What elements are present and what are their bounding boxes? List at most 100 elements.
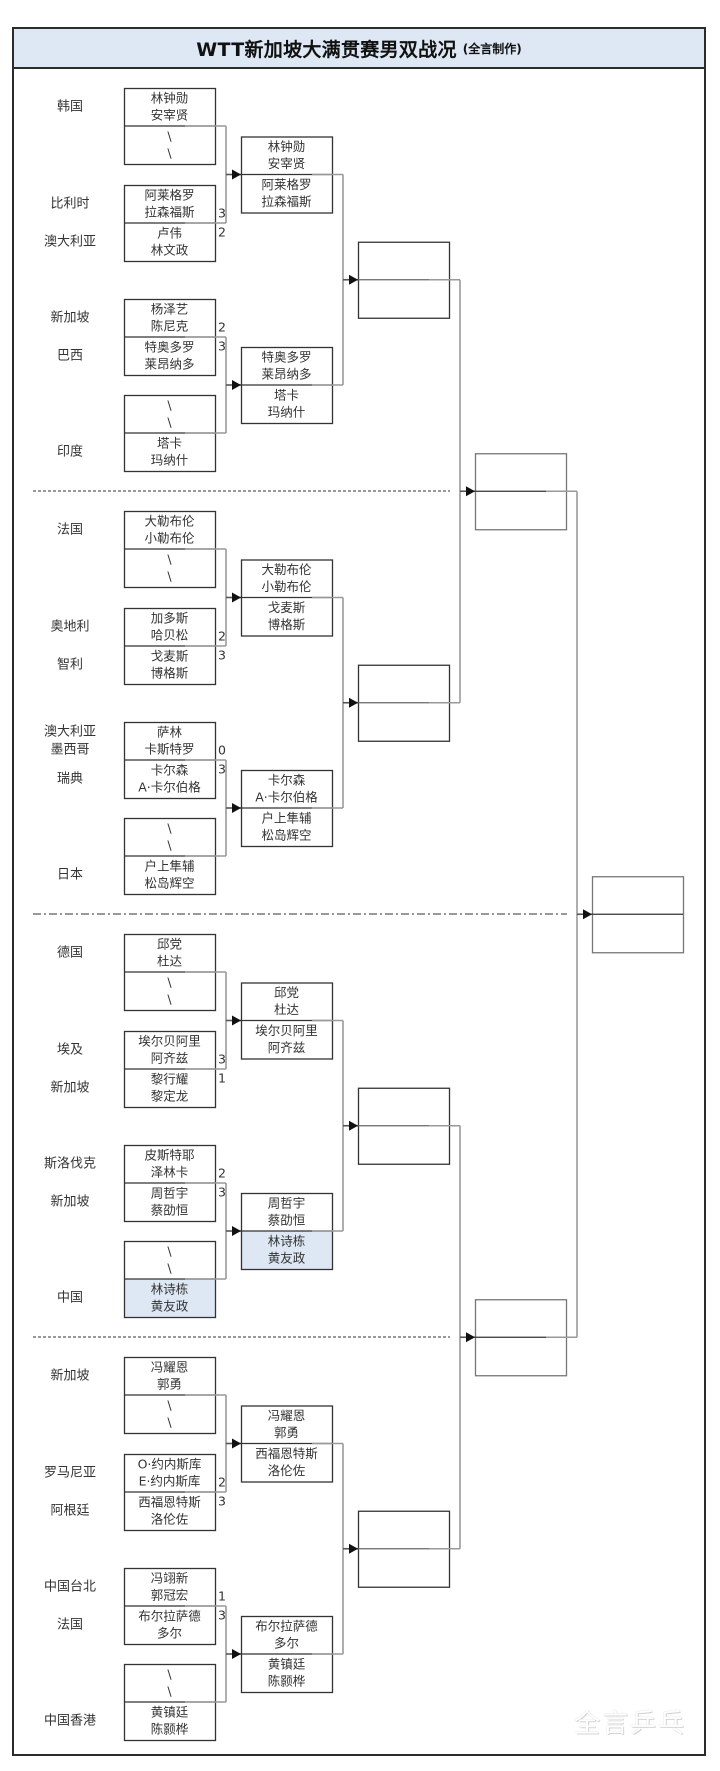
player-name: 塔卡 (157, 436, 182, 451)
score-top: 0 (218, 743, 226, 758)
country-label: 新加坡 (50, 1080, 89, 1096)
player-name: 郭冠宏 (151, 1588, 189, 1603)
bracket-frame: WTT新加坡大满贯赛男双战况 (全言制作) 林钟勋安宰贤\\韩国阿莱格罗拉森福斯… (12, 27, 706, 1756)
player-name: 户上隼辅 (261, 811, 311, 826)
player-name: 安宰贤 (268, 156, 306, 171)
country-label: 巴西 (57, 349, 83, 364)
country-label: 新加坡 (50, 1194, 89, 1210)
player-name: 洛伦佐 (268, 1463, 306, 1478)
cell-background (124, 1279, 215, 1317)
arrow-icon (583, 909, 592, 920)
country-label: 印度 (57, 444, 83, 460)
player-name: \ (167, 398, 172, 413)
player-name: 阿齐兹 (268, 1040, 306, 1055)
r1-slot-top: \\ (167, 1244, 172, 1276)
player-name: 杜达 (157, 954, 183, 969)
player-name: 埃尔贝阿里 (138, 1034, 201, 1049)
player-name: 林诗栋 (151, 1282, 189, 1297)
player-name: \ (167, 146, 172, 161)
arrow-icon (232, 169, 241, 180)
score-bottom: 3 (218, 1494, 226, 1509)
country-label: 澳大利亚 (44, 724, 96, 740)
arrow-icon (349, 274, 358, 285)
player-name: 莱昂纳多 (261, 367, 311, 382)
arrow-icon (232, 1438, 241, 1449)
player-name: A·卡尔伯格 (255, 790, 318, 805)
player-name: 邱党 (274, 985, 299, 1000)
arrow-icon (232, 1226, 241, 1236)
player-name: 阿莱格罗 (261, 177, 311, 192)
country-label: 中国台北 (44, 1580, 96, 1595)
player-name: 多尔 (157, 1626, 182, 1641)
player-name: 松岛辉空 (144, 876, 194, 891)
player-name: 特奥多罗 (144, 340, 194, 355)
player-name: 卡尔森 (151, 763, 189, 778)
score-top: 3 (218, 206, 226, 221)
player-name: 林诗栋 (268, 1234, 306, 1249)
country-label: 新加坡 (50, 1368, 89, 1384)
player-name: 西福恩特斯 (138, 1495, 201, 1510)
player-name: 陈尼克 (151, 319, 189, 334)
score-top: 2 (218, 1475, 226, 1490)
player-name: 萨林 (157, 725, 183, 740)
player-name: \ (167, 129, 172, 144)
player-name: 拉森福斯 (261, 194, 311, 209)
country-label: 德国 (57, 946, 83, 961)
title-bar: WTT新加坡大满贯赛男双战况 (全言制作) (14, 29, 704, 69)
arrow-icon (232, 1649, 241, 1659)
player-name: 冯耀恩 (268, 1408, 306, 1423)
player-name: 博格斯 (268, 617, 306, 632)
country-label: 阿根廷 (50, 1504, 89, 1519)
player-name: \ (167, 1244, 172, 1259)
r1-slot-top: \\ (167, 1667, 172, 1699)
player-name: 阿齐兹 (151, 1051, 189, 1066)
country-label: 法国 (57, 1618, 83, 1633)
player-name: 卢伟 (157, 226, 182, 241)
player-name: 卡尔森 (268, 773, 306, 788)
player-name: \ (167, 1667, 172, 1682)
player-name: 蔡劭恒 (268, 1213, 306, 1228)
player-name: 拉森福斯 (144, 205, 194, 220)
player-name: E·约内斯库 (139, 1474, 201, 1489)
player-name: 陈颢桦 (151, 1722, 189, 1737)
player-name: 黄友政 (151, 1299, 189, 1314)
player-name: 松岛辉空 (261, 828, 311, 843)
score-top: 2 (218, 1166, 226, 1181)
country-label: 澳大利亚 (44, 234, 96, 250)
player-name: 西福恩特斯 (255, 1446, 318, 1461)
player-name: 黎行耀 (151, 1072, 189, 1087)
r1-slot-bottom: \\ (167, 975, 172, 1007)
player-name: 博格斯 (151, 666, 189, 681)
player-name: 黎定龙 (151, 1089, 189, 1104)
player-name: 安宰贤 (151, 108, 189, 123)
r1-slot-bottom: \\ (167, 552, 172, 584)
arrow-icon (349, 1543, 358, 1554)
score-top: 2 (218, 629, 226, 644)
country-label: 比利时 (50, 197, 89, 212)
country-label: 斯洛伐克 (44, 1157, 96, 1172)
player-name: 卡斯特罗 (144, 742, 194, 757)
cell-background (241, 1231, 332, 1269)
player-name: 塔卡 (274, 388, 299, 403)
